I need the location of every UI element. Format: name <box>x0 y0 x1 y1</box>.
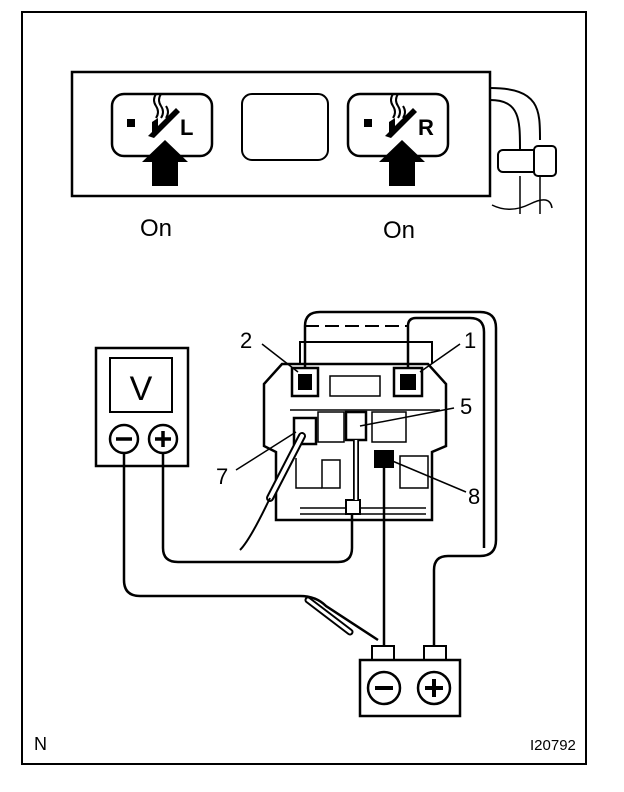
battery-plus-post <box>423 645 447 661</box>
right-switch-state: On <box>383 217 415 244</box>
leader-line-5 <box>359 407 455 427</box>
right-switch-letter: R <box>418 115 434 140</box>
left-switch-letter: L <box>180 115 193 140</box>
terminal-label-8: 8 <box>468 484 480 509</box>
battery <box>358 645 462 718</box>
switch-panel-housing <box>70 70 492 198</box>
leader-line-8 <box>389 459 467 493</box>
terminal-label-7: 7 <box>216 464 228 489</box>
rear-probe-pin <box>345 499 361 515</box>
panel-harness <box>489 87 541 141</box>
left-switch-state: On <box>140 215 172 242</box>
press-arrow-icon <box>142 140 188 186</box>
plus-icon <box>416 670 452 706</box>
press-arrow-icon <box>379 140 425 186</box>
terminal-label-1: 1 <box>464 328 476 353</box>
indicator-lamp-icon <box>127 119 135 127</box>
wire-terminal-1-to-battery-plus <box>303 310 498 648</box>
seat-heater-icon <box>385 93 417 138</box>
leader-line-1 <box>419 343 461 373</box>
leader-line-2 <box>261 343 299 373</box>
switch-panel: L R <box>70 70 557 214</box>
figure-code: I20792 <box>530 737 576 754</box>
terminal-label-5: 5 <box>460 394 472 419</box>
voltmeter-symbol: V <box>130 370 153 408</box>
right-heater-switch[interactable]: R <box>346 92 450 186</box>
wire-voltmeter-minus-to-battery <box>122 453 379 642</box>
seat-heater-icon <box>148 93 180 138</box>
blank-switch-cover <box>241 93 329 161</box>
outer-border <box>21 11 587 765</box>
terminal-label-2: 2 <box>240 328 252 353</box>
indicator-lamp-icon <box>364 119 372 127</box>
voltmeter: V <box>94 346 190 468</box>
left-heater-switch[interactable]: L <box>110 92 214 186</box>
terminal-8 <box>374 450 394 468</box>
minus-icon <box>366 670 402 706</box>
battery-minus-post <box>371 645 395 661</box>
leader-line-7 <box>235 431 297 471</box>
voltmeter-display <box>109 357 173 413</box>
corner-letter: N <box>34 734 47 754</box>
